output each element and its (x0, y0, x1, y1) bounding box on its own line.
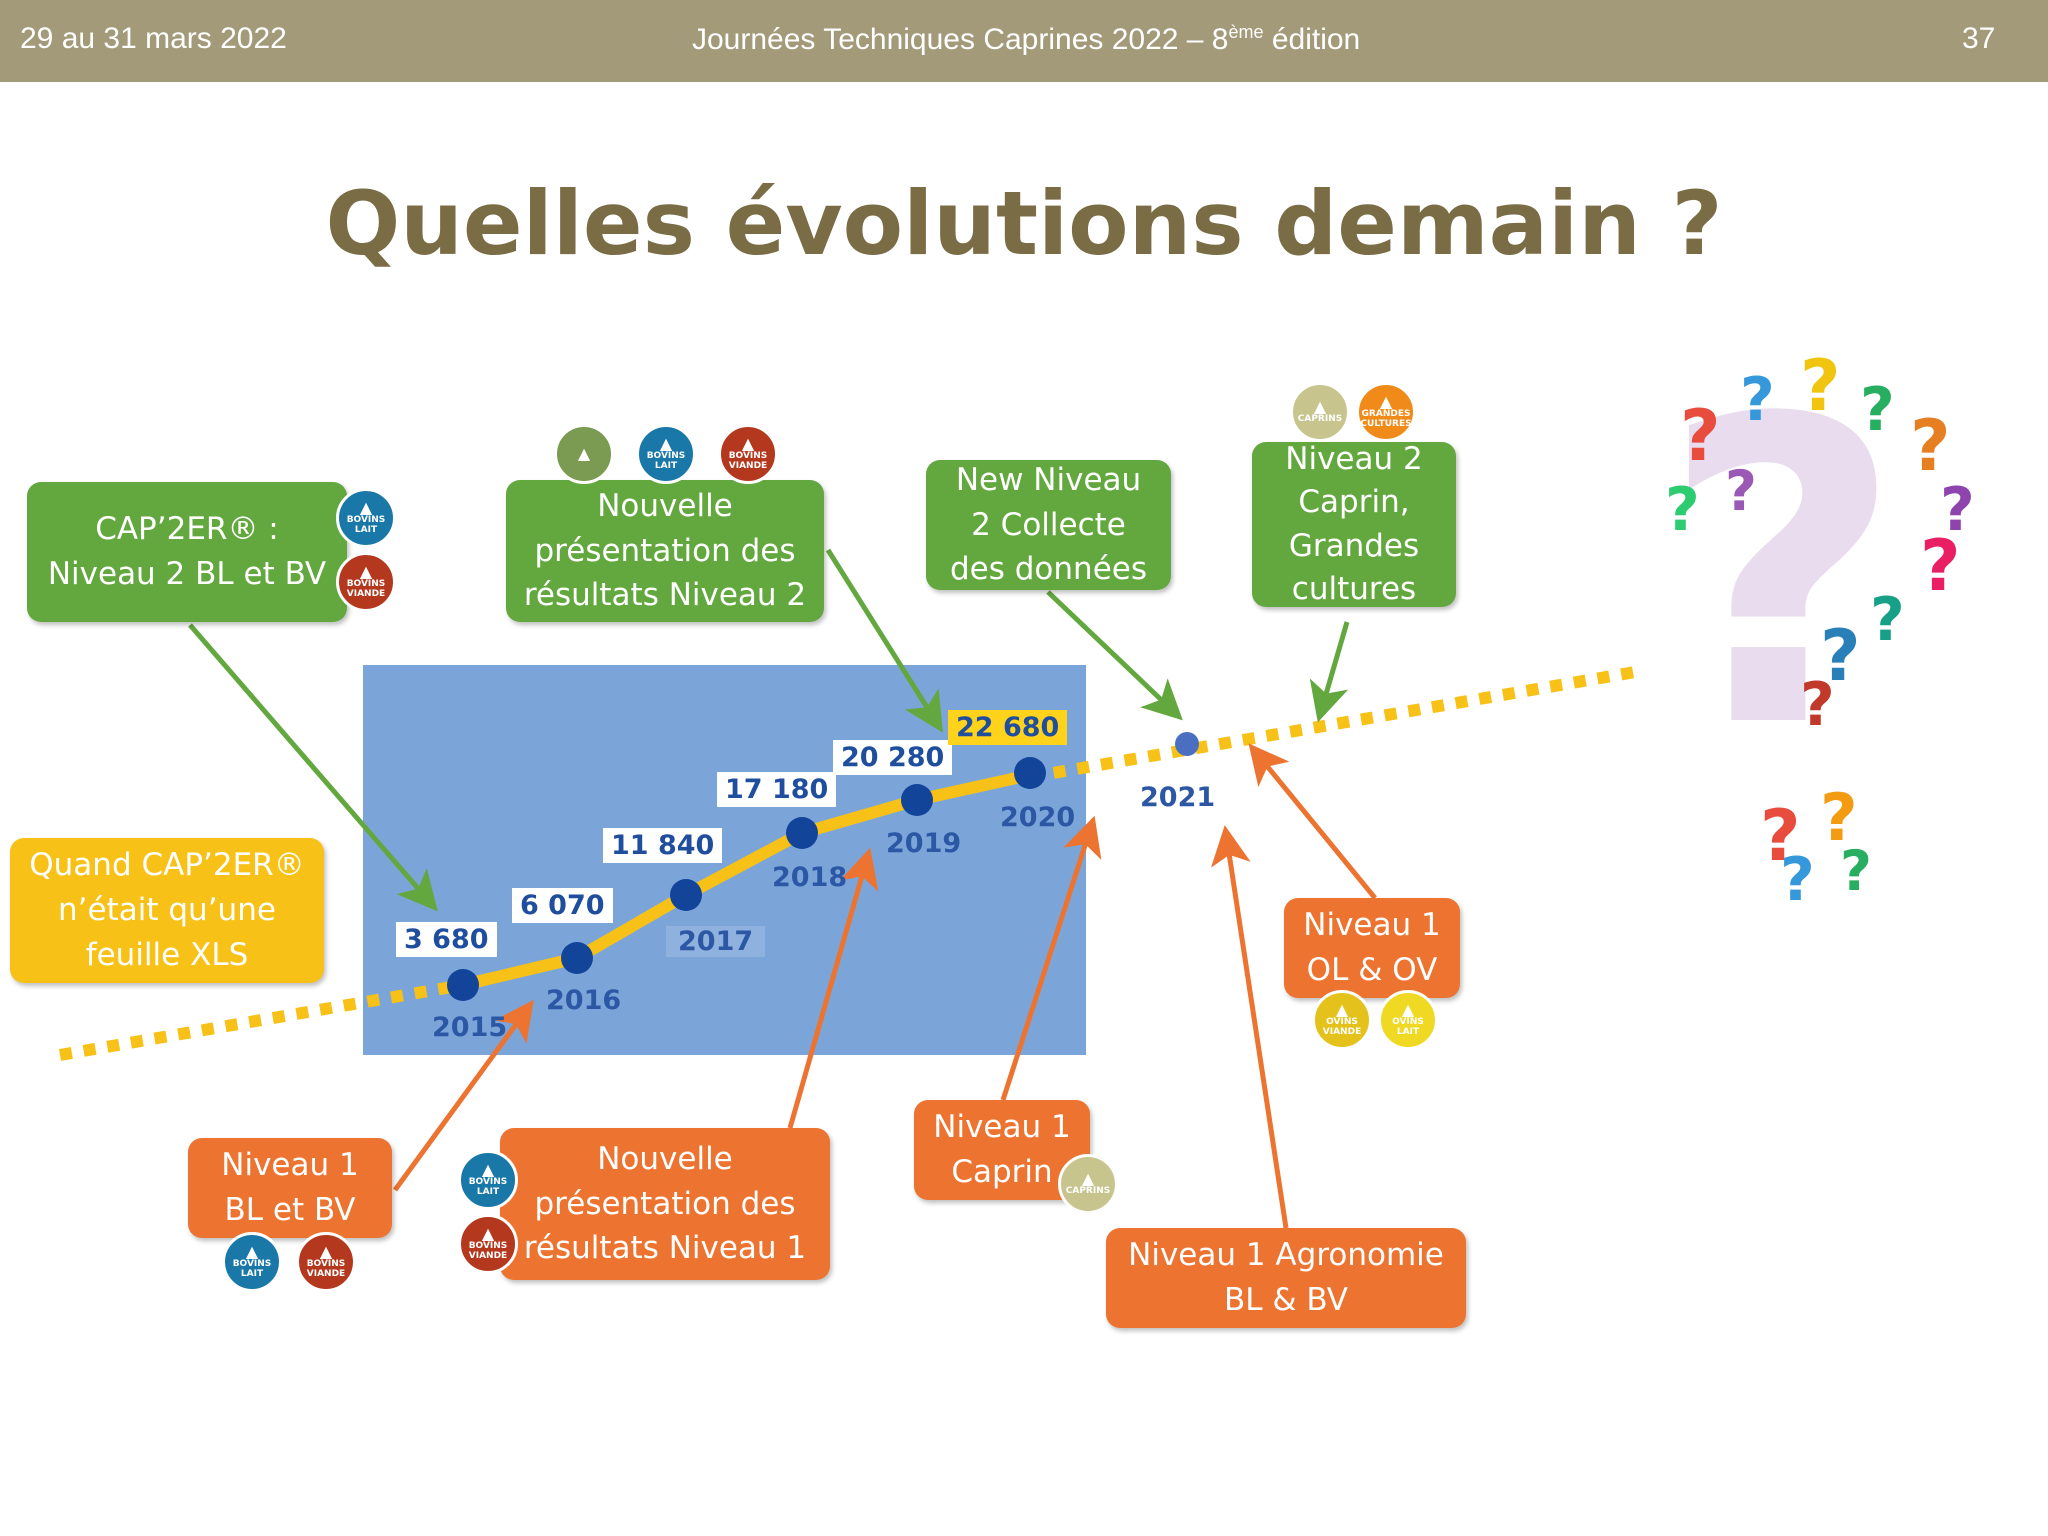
dot-2016 (561, 942, 593, 974)
box-niveau1-ol-ov: Niveau 1 OL & OV (1284, 898, 1460, 998)
question-mark-glyph: ? (1940, 475, 1975, 545)
header-event: Journées Techniques Caprines 2022 – 8ème… (692, 22, 1361, 56)
wheat-icon: ▲ (1379, 392, 1393, 412)
question-mark-glyph: ? (1665, 475, 1700, 545)
badge-ovins-viande: ▲OVINS VIANDE (1312, 990, 1372, 1050)
year-label-2020: 2020 (1000, 802, 1076, 833)
question-mark-glyph: ? (1820, 615, 1861, 697)
year-label-2017: 2017 (666, 926, 766, 957)
header-bar: 29 au 31 mars 2022 Journées Techniques C… (0, 0, 2048, 82)
value-label-2019: 20 280 (833, 740, 953, 775)
cow-icon: ▲ (245, 1242, 259, 1262)
dot-2021 (1175, 732, 1199, 756)
box-new-niveau2-collecte: New Niveau 2 Collecte des données (926, 460, 1171, 590)
question-mark-glyph: ? (1820, 781, 1858, 856)
badge-ovins-lait: ▲OVINS LAIT (1378, 990, 1438, 1050)
arrow-niveau1-blbv (392, 999, 534, 1192)
timeline-dots (447, 732, 1199, 1001)
box-niveau2-caprin-grandes-cultures: Niveau 2 Caprin, Grandes cultures (1252, 441, 1456, 607)
arrow-niveau1-agro (1210, 825, 1289, 1229)
sheep-icon: ▲ (1401, 1000, 1415, 1020)
dot-2015 (447, 969, 479, 1001)
question-mark-glyph: ? (1740, 365, 1775, 435)
cow-icon: ▲ (319, 1242, 333, 1262)
question-mark-glyph: ? (1800, 670, 1835, 740)
value-label-2015: 3 680 (396, 922, 497, 957)
box-nouvelle-presentation-niveau1: Nouvelle présentation des résultats Nive… (500, 1128, 830, 1280)
question-mark-glyph: ? (1680, 395, 1721, 477)
question-mark-glyph: ? (1840, 839, 1872, 903)
cow-icon: ▲ (481, 1224, 495, 1244)
cow-icon: ▲ (481, 1160, 495, 1180)
value-label-2020: 22 680 (948, 710, 1068, 745)
badge-bovins-viande: ▲BOVINS VIANDE (458, 1214, 518, 1274)
badge-caprins: ▲CAPRINS (1058, 1154, 1118, 1214)
dot-2017 (670, 879, 702, 911)
question-mark-decoration: ? ? ? ? ? ? ? ? ? ? ? ? ? ? ? ? ? (1660, 331, 1975, 915)
arrow-nouvelle2 (825, 548, 943, 733)
timeline-dotted-right (1028, 666, 1637, 783)
slide-title: Quelles évolutions demain ? (325, 172, 1723, 275)
arrow-niveau1-olov (1248, 743, 1377, 900)
badge-grandes-cultures: ▲GRANDES CULTURES (1356, 382, 1416, 442)
arrow-cap2er (188, 623, 438, 912)
cow-icon: ▲ (359, 562, 373, 582)
value-label-2018: 17 180 (717, 772, 837, 807)
timeline-dotted-left (58, 979, 465, 1061)
badge-bovins-viande: ▲BOVINS VIANDE (718, 424, 778, 484)
box-quand-cap2er-xls: Quand CAP’2ER® n’était qu’une feuille XL… (10, 838, 324, 983)
year-label-2016: 2016 (546, 985, 622, 1016)
arrow-niveau1-caprin (1000, 815, 1102, 1101)
year-label-2018: 2018 (772, 862, 848, 893)
badge-bovins-viande: ▲BOVINS VIANDE (336, 552, 396, 612)
dot-2018 (786, 817, 818, 849)
question-mark-glyph: ? (1910, 405, 1951, 487)
question-mark-glyph: ? (1780, 845, 1815, 915)
box-niveau1-agronomie: Niveau 1 Agronomie BL & BV (1106, 1228, 1466, 1328)
question-mark-glyph: ? (1860, 375, 1895, 445)
question-mark-glyph: ? (1660, 331, 1904, 820)
box-cap2er-niveau2: CAP’2ER® : Niveau 2 BL et BV (27, 482, 347, 622)
cow-icon: ▲ (359, 498, 373, 518)
badge-bovins-lait: ▲BOVINS LAIT (636, 424, 696, 484)
question-mark-glyph: ? (1800, 345, 1841, 427)
year-label-2019: 2019 (886, 828, 962, 859)
header-date: 29 au 31 mars 2022 (20, 22, 287, 55)
badge-bovins-lait: ▲BOVINS LAIT (458, 1150, 518, 1210)
value-label-2017: 11 840 (603, 828, 723, 863)
badge-bovins-lait: ▲BOVINS LAIT (222, 1232, 282, 1292)
dot-2019 (901, 784, 933, 816)
question-mark-glyph: ? (1870, 585, 1905, 655)
question-mark-glyph: ? (1725, 459, 1757, 523)
goat-icon: ▲ (1313, 397, 1327, 417)
arrow-nouvelle1 (787, 847, 879, 1129)
arrow-niveau2-caprin (1309, 621, 1350, 723)
box-niveau1-bl-bv: Niveau 1 BL et BV (188, 1138, 392, 1238)
question-mark-glyph: ? (1760, 795, 1801, 877)
goat-icon: ▲ (1081, 1169, 1095, 1189)
timeline-solid-curve (461, 769, 1032, 991)
badge-caprins: ▲CAPRINS (1290, 382, 1350, 442)
landscape-icon: ▲ (577, 444, 591, 463)
arrow-new-niveau2 (1046, 590, 1183, 721)
question-mark-glyph: ? (1920, 525, 1961, 607)
year-label-2021: 2021 (1140, 782, 1216, 813)
page-number: 37 (1962, 22, 1996, 55)
badge-bovins-viande: ▲BOVINS VIANDE (296, 1232, 356, 1292)
year-label-2015: 2015 (432, 1012, 508, 1043)
value-label-2016: 6 070 (512, 888, 613, 923)
box-nouvelle-presentation-niveau2: Nouvelle présentation des résultats Nive… (506, 480, 824, 622)
sheep-icon: ▲ (1335, 1000, 1349, 1020)
dot-2020 (1014, 757, 1046, 789)
cow-icon: ▲ (741, 434, 755, 454)
cow-icon: ▲ (659, 434, 673, 454)
badge-photo-farm: ▲ (554, 424, 614, 484)
badge-bovins-lait: ▲BOVINS LAIT (336, 488, 396, 548)
